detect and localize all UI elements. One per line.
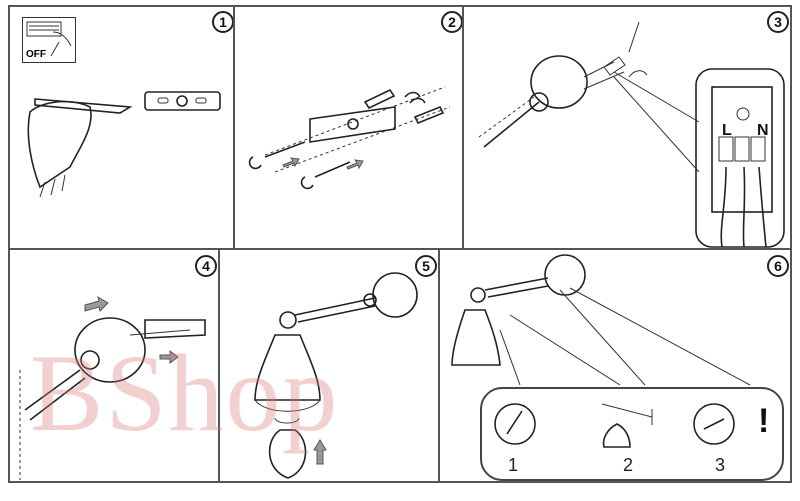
step-number: 5 <box>415 255 437 277</box>
option-label-2: 2 <box>623 455 634 475</box>
option-label-1: 1 <box>508 455 519 475</box>
option-icons <box>494 403 735 448</box>
live-terminal-label: L <box>722 122 732 139</box>
off-label: OFF <box>26 49 46 60</box>
bracket-mounting-illustration <box>248 86 451 190</box>
step-number: 4 <box>195 255 217 277</box>
neutral-terminal-label: N <box>757 122 769 139</box>
options-callout <box>480 387 784 481</box>
step-5-panel: 5 <box>218 248 440 483</box>
shade-adjustment-illustration <box>451 254 751 386</box>
wiring-illustration <box>478 21 785 248</box>
step-4-panel: 4 <box>8 248 220 483</box>
step-3-panel: 3 L N <box>462 5 792 250</box>
pencil-marking-illustration <box>27 91 221 198</box>
power-off-icon: OFF <box>22 17 76 63</box>
step-number: 3 <box>767 11 789 33</box>
step-number: 6 <box>767 255 789 277</box>
bulb-installation-illustration <box>254 272 418 479</box>
step-6-panel: 6 1 2 3 ! <box>438 248 792 483</box>
lamp-fixing-illustration <box>19 295 206 480</box>
warning-mark: ! <box>758 402 770 440</box>
step-1-panel: 1 OFF <box>8 5 235 250</box>
step-2-panel: 2 <box>233 5 464 250</box>
option-label-3: 3 <box>715 455 726 475</box>
